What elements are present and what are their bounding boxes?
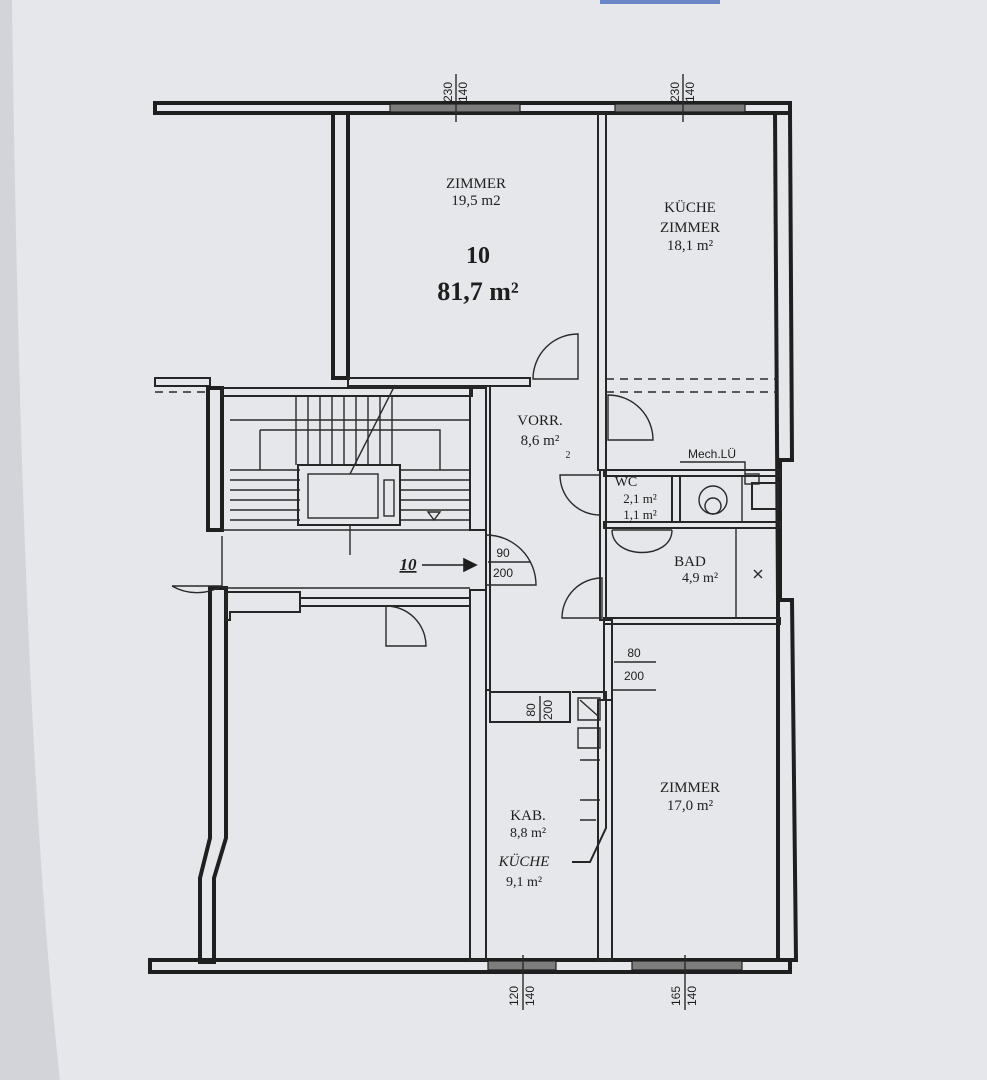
dim-kab-door-w: 80 [524,703,538,717]
dim-bottom-right-w: 140 [685,986,699,1006]
dim-top-left-w: 140 [456,82,470,102]
kabinett-name2: KÜCHE [498,853,550,870]
walls [148,101,799,974]
dim-room-door-h: 200 [624,669,644,683]
wc-area2: 1,1 m² [623,507,657,522]
dim-room-door-w: 80 [627,646,641,660]
paper-sheet [12,0,987,1080]
bad-area: 4,9 m² [682,571,718,586]
kueche-zimmer-name1: KÜCHE [664,199,716,216]
dashed-line-right [606,378,778,393]
kitchen-counter [572,691,607,863]
zimmer-top-area: 19,5 m2 [451,193,500,209]
zimmer-bottom-name: ZIMMER [660,780,720,796]
kabinett-name: KAB. [510,808,545,824]
unit-number: 10 [466,243,490,269]
dim-kab-door-h: 200 [541,700,555,720]
dim-top-left-h: 230 [441,82,455,102]
top-edge-mark [600,0,720,4]
wc-area1: 2,1 m² [623,491,657,506]
room-labels: ZIMMER 19,5 m2 10 81,7 m² KÜCHE ZIMMER 1… [400,176,737,890]
zimmer-bottom-area: 17,0 m² [667,798,714,814]
dim-bottom-right-h: 165 [669,986,683,1006]
dim-bottom-left-h: 120 [507,986,521,1006]
bad-name: BAD [674,554,706,570]
vorraum-note: 2 [566,450,571,461]
dim-top-right-w: 140 [683,82,697,102]
entrance-arrow [422,557,478,573]
sanitary-fixtures [611,461,779,618]
wc-name: WC [615,475,638,490]
kueche-zimmer-area: 18,1 m² [667,238,714,254]
kabinett-area2: 9,1 m² [506,875,542,890]
vorraum-area: 8,6 m² [521,433,560,449]
staircase [222,384,470,589]
unit-area: 81,7 m² [437,277,519,306]
kueche-zimmer-name2: ZIMMER [660,220,720,236]
doors [171,333,656,691]
dim-bottom-left-w: 140 [523,986,537,1006]
dim-top-right-h: 230 [668,82,682,102]
kabinett-area: 8,8 m² [510,826,546,841]
zimmer-top-name: ZIMMER [446,176,506,192]
dim-entry-door-h: 200 [493,566,513,580]
dim-entry-door-w: 90 [496,546,510,560]
vorraum-name: VORR. [517,413,562,429]
mech-lue-label: Mech.LÜ [688,447,736,461]
windows [389,103,746,971]
dimension-markers: 230 140 230 140 90 200 80 200 80 200 120… [441,74,699,1010]
entrance-label: 10 [400,555,418,574]
